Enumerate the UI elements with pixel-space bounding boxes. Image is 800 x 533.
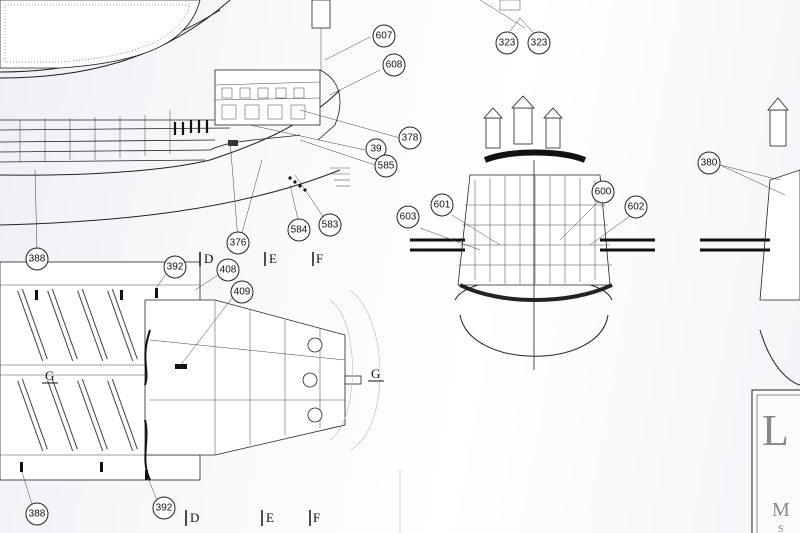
callout-602: 602 (624, 195, 648, 219)
callout-603: 603 (396, 205, 420, 229)
callout-600: 600 (591, 180, 615, 204)
svg-text:388: 388 (29, 254, 46, 265)
svg-text:603: 603 (400, 212, 417, 223)
callout-583: 583 (318, 213, 342, 237)
callout-380: 380 (697, 151, 721, 175)
title-block (751, 389, 800, 533)
callout-39: 39 (365, 138, 387, 160)
svg-text:323: 323 (531, 38, 548, 49)
callout-409: 409 (230, 280, 254, 304)
svg-text:608: 608 (386, 60, 403, 71)
svg-text:607: 607 (376, 31, 393, 42)
callout-408: 408 (216, 258, 240, 282)
callout-585: 585 (374, 154, 398, 178)
callout-584: 584 (287, 218, 311, 242)
section-markers (42, 252, 384, 526)
svg-text:602: 602 (628, 202, 645, 213)
callout-608: 608 (382, 53, 406, 77)
callout-392-bottom: 392 (152, 496, 176, 520)
side-elevation (0, 0, 401, 251)
section-label-g-left: G (45, 368, 54, 383)
section-label-e-bottom: E (266, 510, 274, 525)
callout-376: 376 (226, 231, 250, 255)
svg-text:585: 585 (378, 161, 395, 172)
callout-392-top: 392 (163, 255, 187, 279)
svg-text:392: 392 (167, 262, 184, 273)
svg-text:378: 378 (402, 133, 419, 144)
section-label-g-right: G (371, 366, 380, 381)
svg-text:408: 408 (220, 265, 237, 276)
svg-text:392: 392 (156, 503, 173, 514)
section-label-e-top: E (269, 251, 277, 266)
svg-text:376: 376 (230, 238, 247, 249)
svg-text:323: 323 (499, 38, 516, 49)
callout-323-right: 323 (527, 31, 551, 55)
svg-text:584: 584 (291, 225, 308, 236)
callout-388-bottom: 388 (25, 502, 49, 526)
bow-view-partial (700, 97, 800, 386)
callout-323-left: 323 (495, 31, 519, 55)
title-block-line3: S (778, 524, 784, 533)
faint-construction-lines (329, 289, 401, 533)
callout-601: 601 (430, 193, 454, 217)
section-label-d-top: D (204, 251, 213, 266)
title-block-letter: L (762, 406, 789, 455)
callout-388-top: 388 (25, 247, 49, 271)
svg-text:600: 600 (595, 187, 612, 198)
svg-text:39: 39 (370, 144, 382, 155)
section-label-f-top: F (316, 251, 323, 266)
svg-text:409: 409 (234, 287, 251, 298)
svg-text:601: 601 (434, 200, 451, 211)
section-label-d-bottom: D (190, 510, 199, 525)
svg-text:583: 583 (322, 220, 339, 231)
title-block-line2: M (772, 499, 790, 521)
callout-378: 378 (398, 126, 422, 150)
svg-text:380: 380 (701, 158, 718, 169)
stern-view (410, 95, 655, 370)
callout-607: 607 (372, 24, 396, 48)
deck-plan (0, 261, 362, 515)
section-label-f-bottom: F (313, 510, 320, 525)
svg-text:388: 388 (29, 509, 46, 520)
